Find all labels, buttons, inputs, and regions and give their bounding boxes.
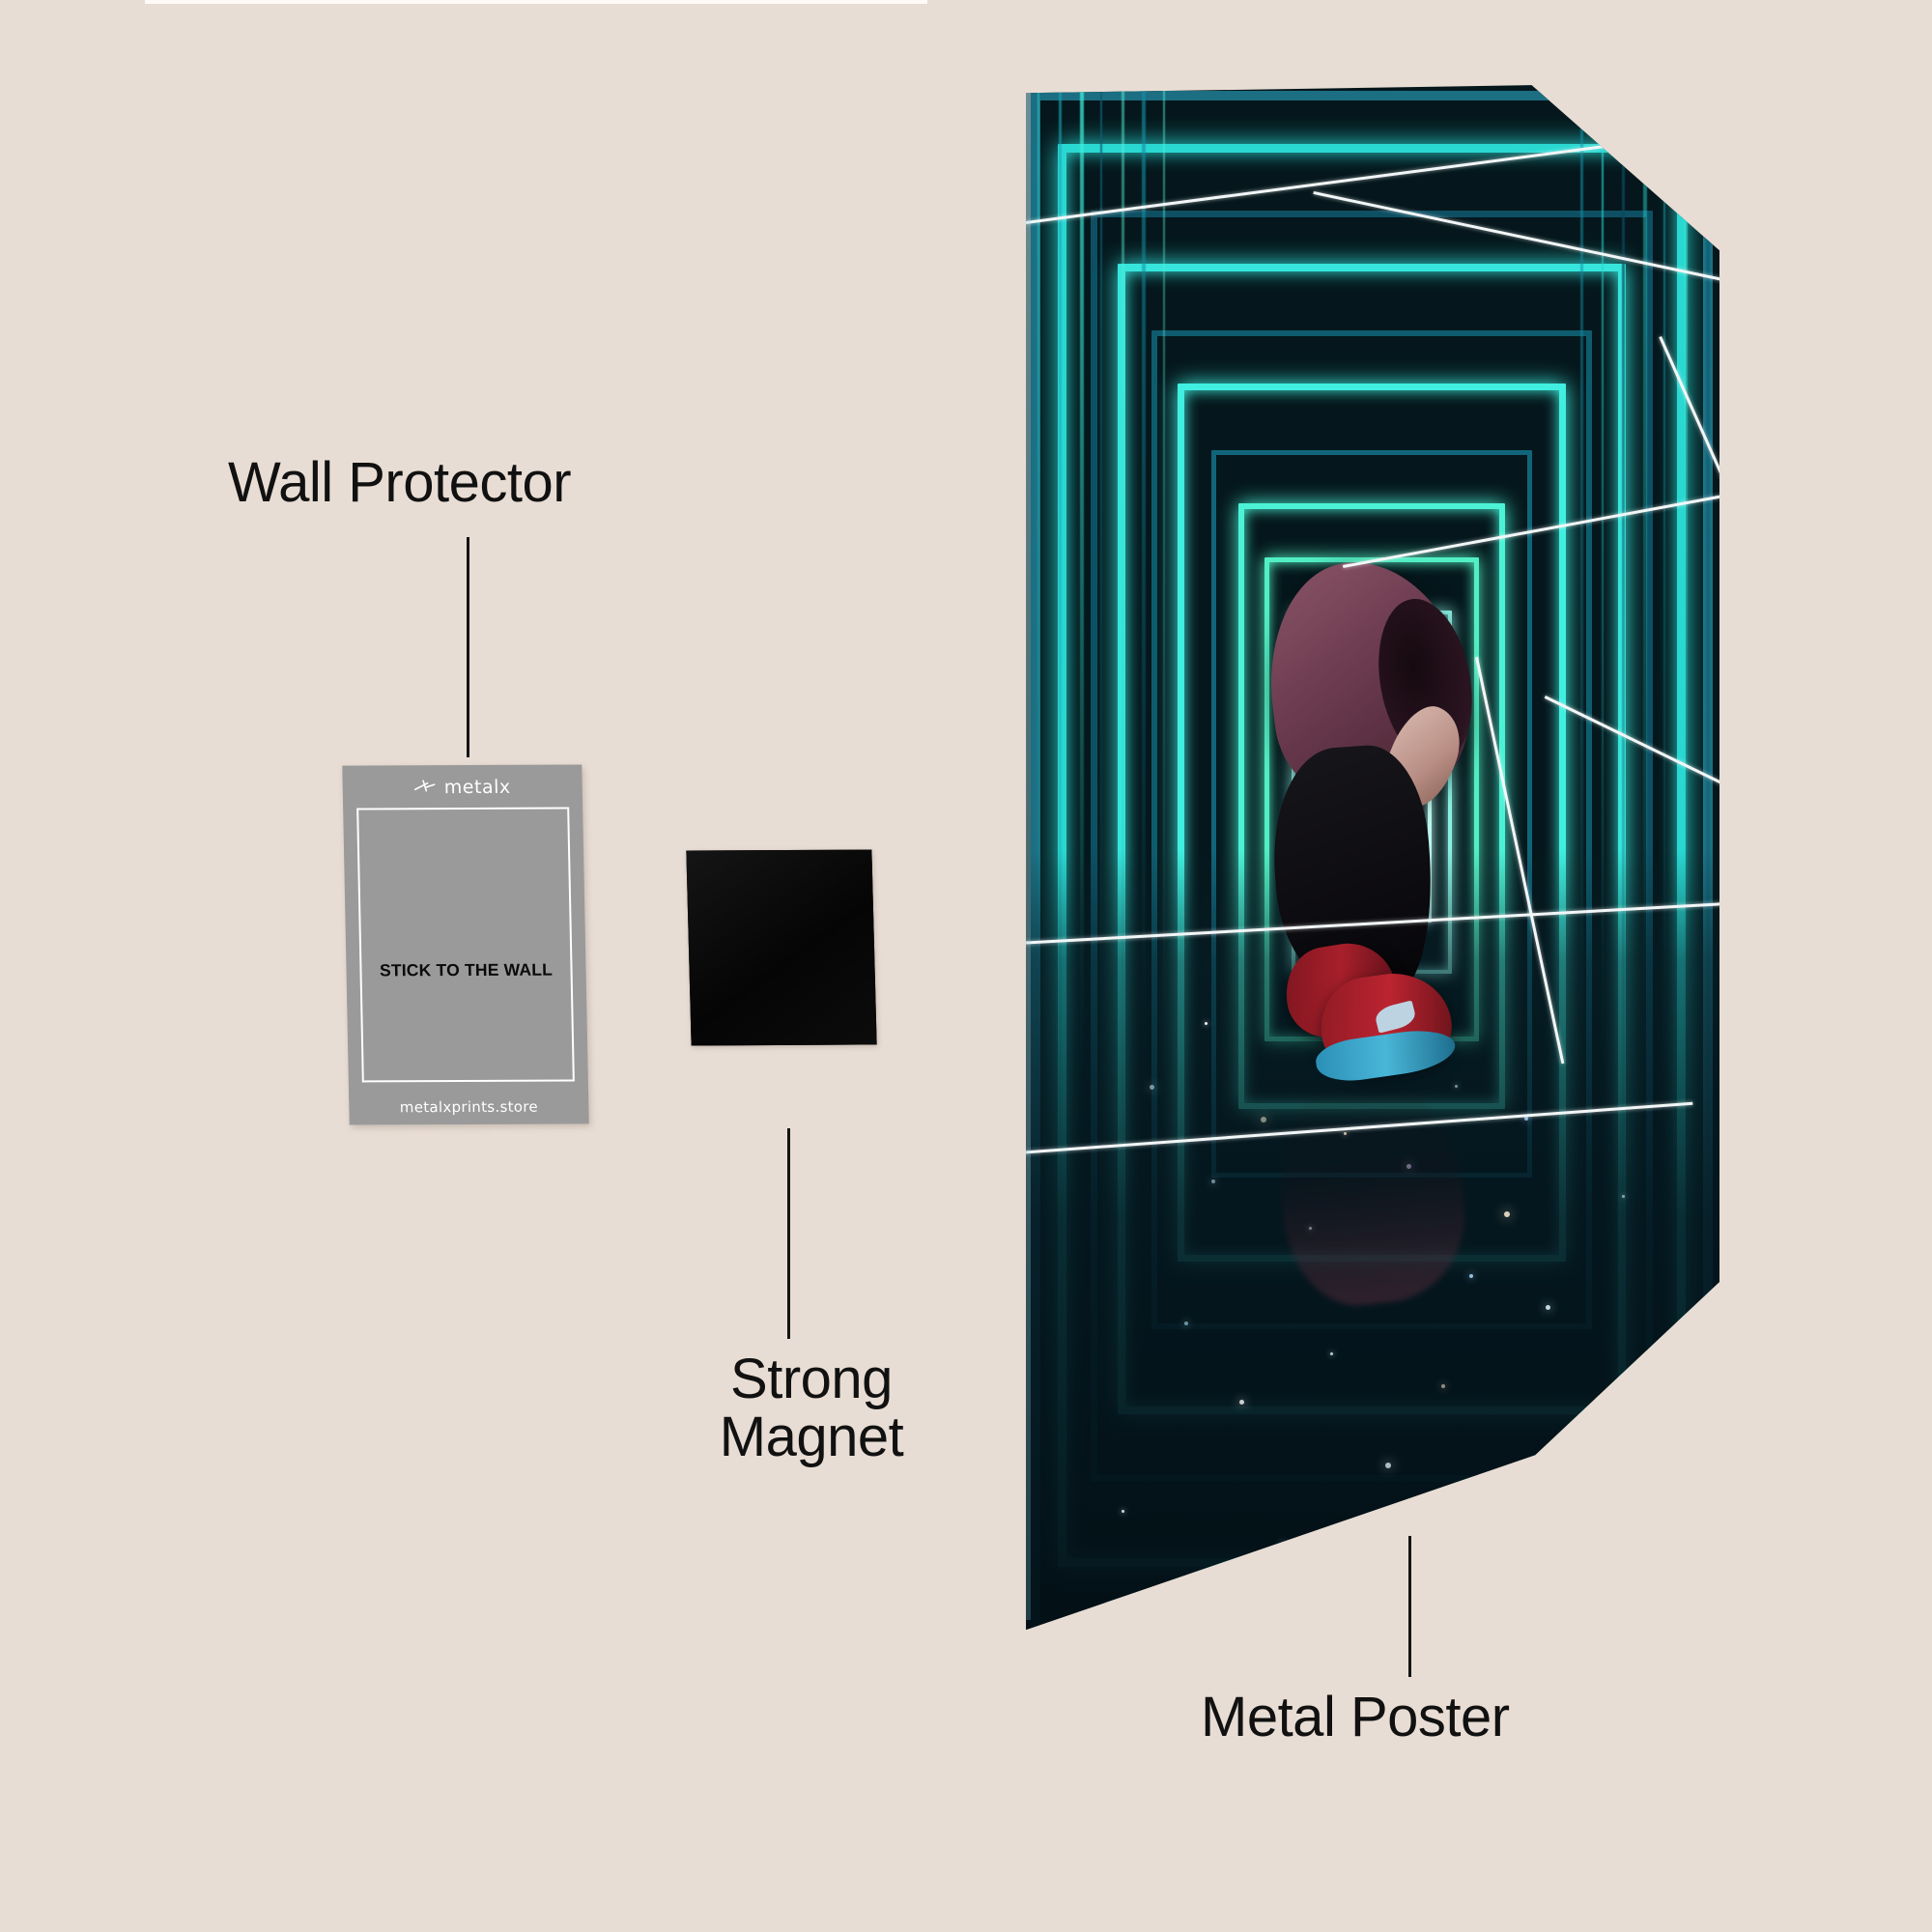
strong-magnet-square xyxy=(686,850,876,1046)
wall-protector-card: metalx STICK TO THE WALL metalxprints.st… xyxy=(342,764,588,1124)
poster-artwork-neon-tunnel xyxy=(1024,77,1719,1652)
metal-poster xyxy=(1024,77,1719,1652)
leader-line-metal-poster xyxy=(1408,1536,1411,1677)
bokeh-dot xyxy=(1580,1432,1584,1435)
bokeh-dot xyxy=(1420,1574,1423,1577)
metalx-brand-lockup: metalx xyxy=(342,774,582,800)
bokeh-dot xyxy=(1469,1274,1473,1278)
leader-line-wall-protector xyxy=(467,537,469,757)
bokeh-dot xyxy=(1504,1211,1510,1217)
metalx-wordmark: metalx xyxy=(444,777,511,798)
crouching-skater-figure xyxy=(1261,550,1511,1148)
top-edge-sliver xyxy=(145,0,927,4)
bokeh-dot xyxy=(1150,1085,1154,1090)
wall-protector-store-url: metalxprints.store xyxy=(349,1097,588,1116)
callout-label-wall-protector: Wall Protector xyxy=(228,454,571,512)
bokeh-dot xyxy=(1281,1542,1285,1546)
bokeh-dot xyxy=(1184,1321,1188,1325)
bokeh-dot xyxy=(1441,1384,1445,1388)
wall-protector-headline: STICK TO THE WALL xyxy=(346,959,585,980)
callout-label-metal-poster: Metal Poster xyxy=(1201,1689,1510,1747)
wall-protector-inner-frame xyxy=(356,808,575,1083)
leader-line-strong-magnet xyxy=(787,1128,790,1339)
callout-label-strong-magnet: Strong Magnet xyxy=(667,1350,956,1467)
metalx-logo-icon xyxy=(414,779,438,796)
poster-left-bevel xyxy=(1024,93,1031,1620)
bokeh-dot xyxy=(1490,1494,1492,1497)
